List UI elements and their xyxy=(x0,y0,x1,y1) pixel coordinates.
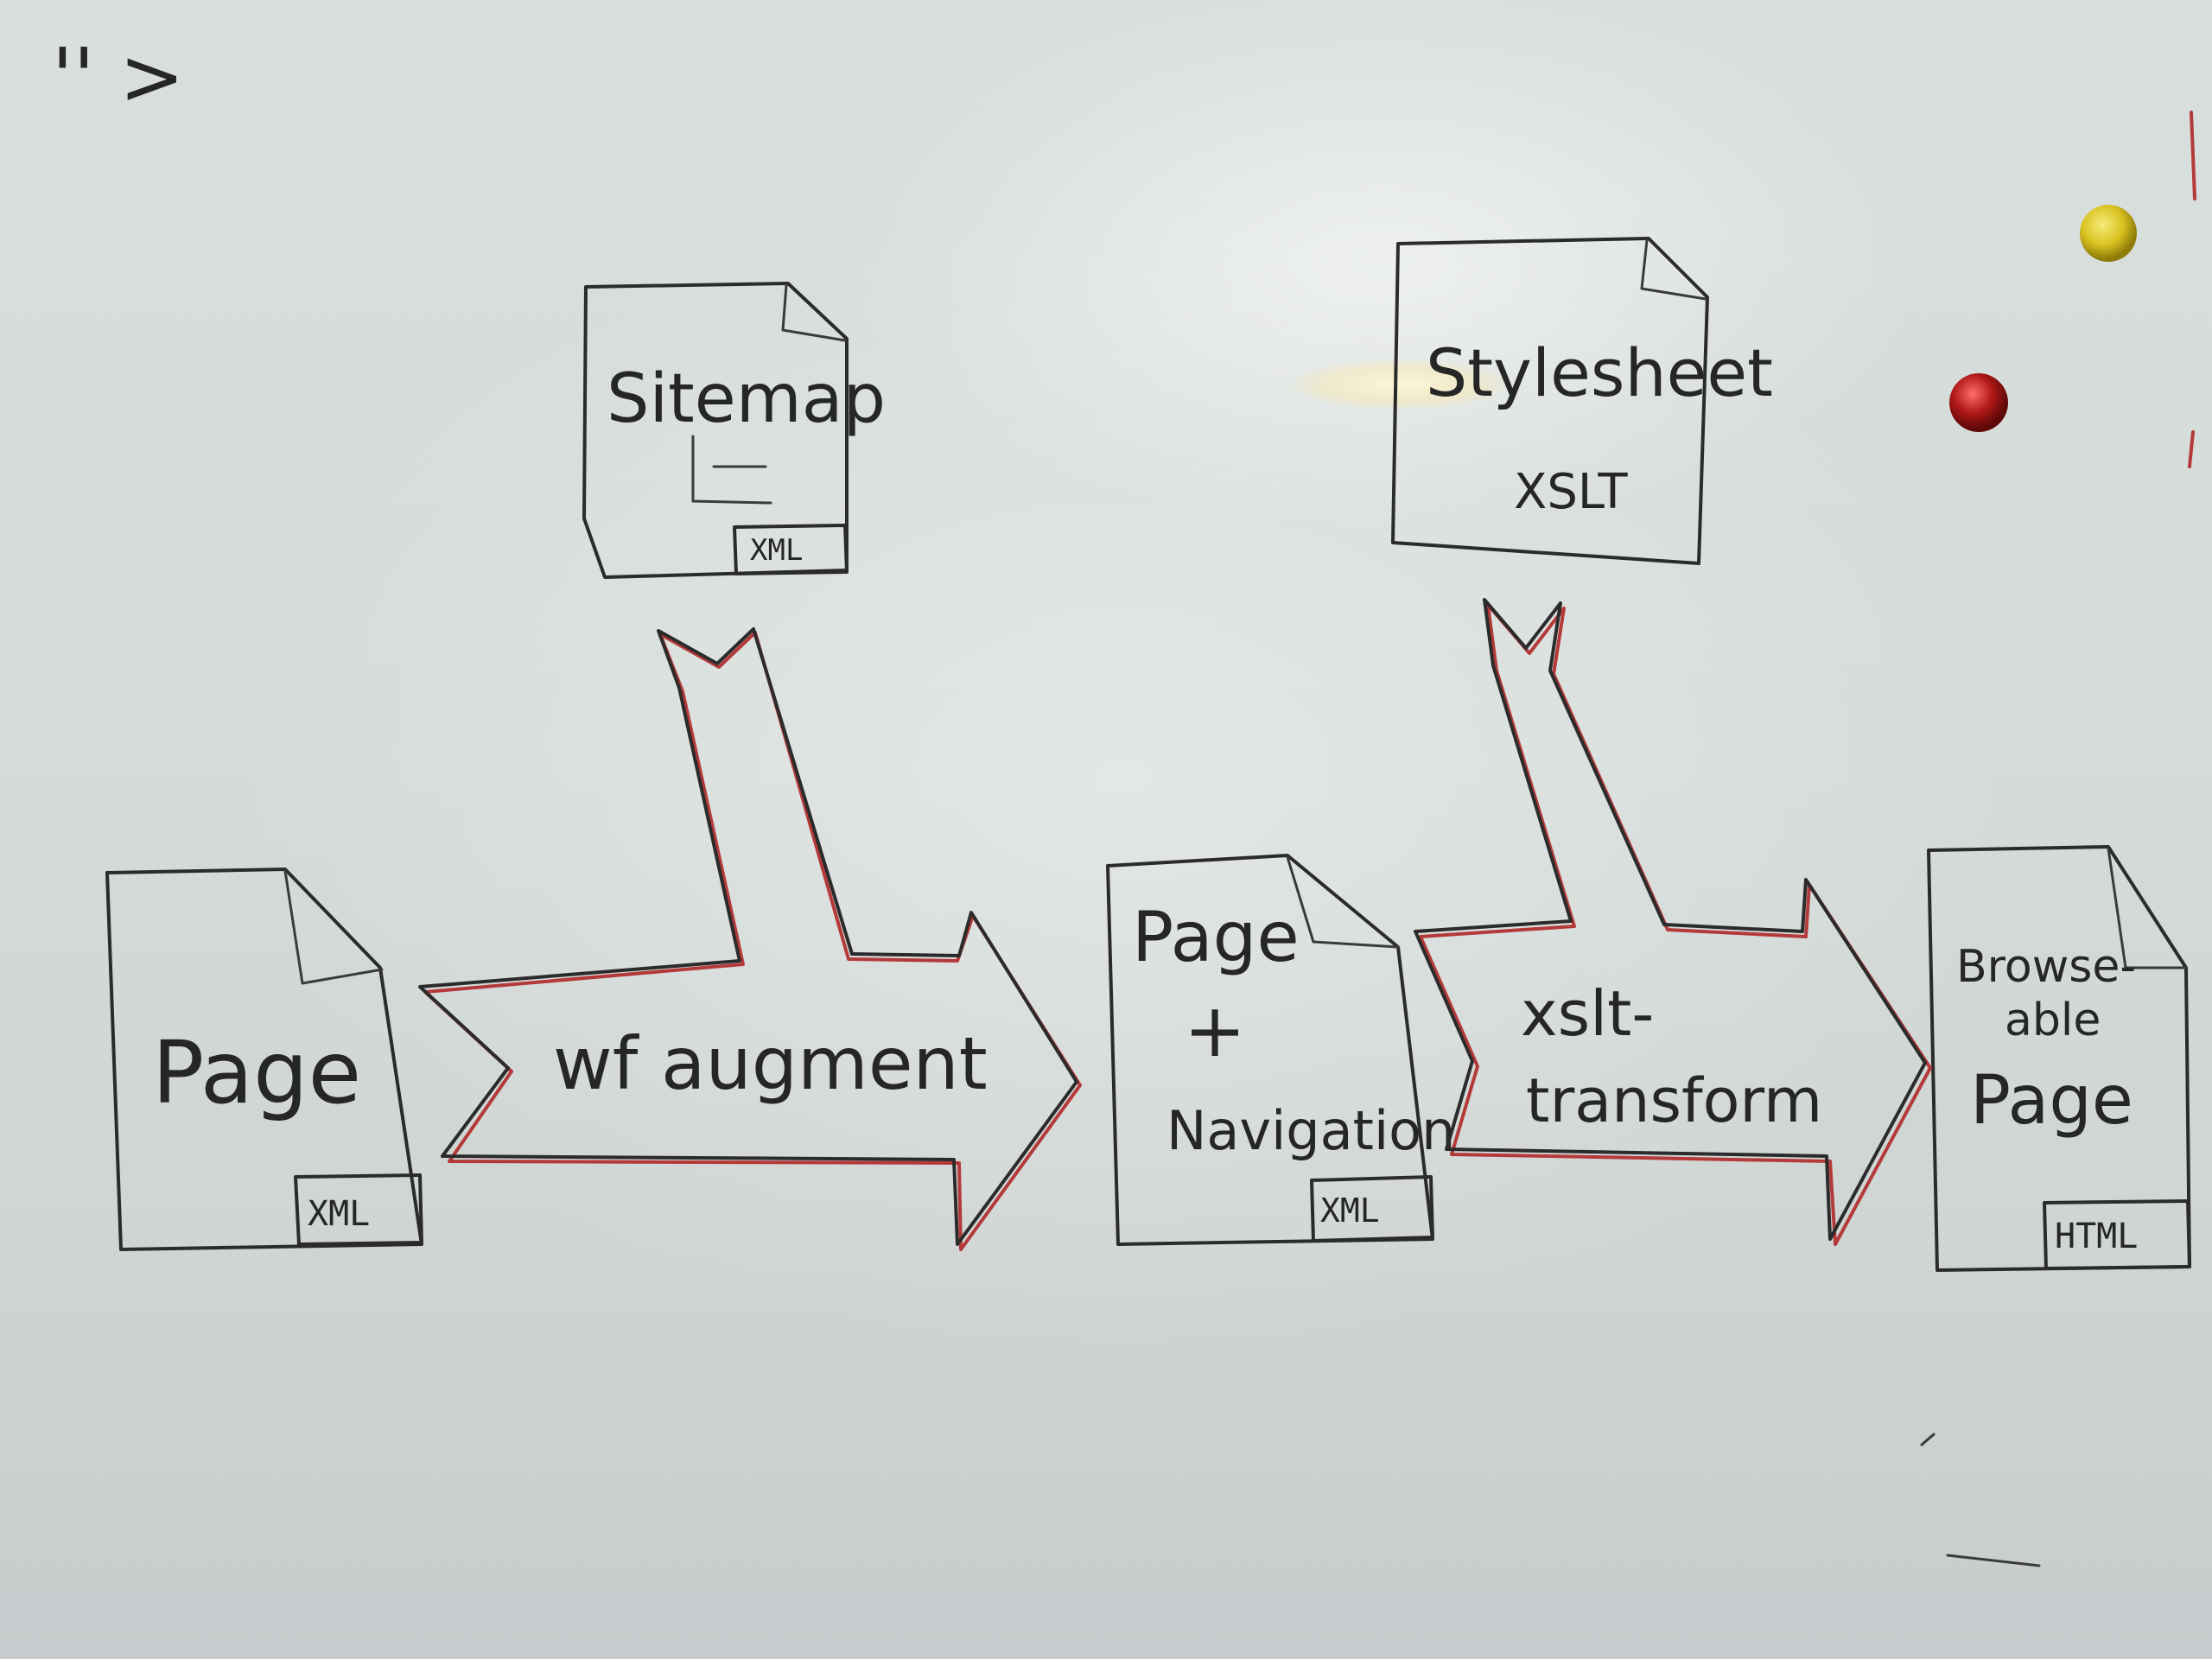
browseable-tag: HTML xyxy=(2055,1217,2138,1256)
page-nav-line2: + xyxy=(1184,988,1246,1074)
augment-arrow: wf augment xyxy=(418,627,1082,1251)
page-nav-line3: Navigation xyxy=(1166,1099,1455,1162)
page-document: Page XML xyxy=(105,868,423,1251)
browseable-page-document: Browse- able Page HTML xyxy=(1927,845,2191,1272)
browseable-line1: Browse- xyxy=(1956,941,2136,993)
transform-line1: xslt- xyxy=(1521,977,1654,1050)
stylesheet-sub: XSLT xyxy=(1514,464,1628,520)
red-magnet xyxy=(1949,373,2008,432)
page-navigation-document: Page + Navigation XML xyxy=(1106,854,1455,1246)
sitemap-document: Sitemap XML xyxy=(582,282,886,579)
browseable-line2: able xyxy=(2005,995,2101,1046)
stylesheet-title: Stylesheet xyxy=(1426,334,1773,411)
transform-line2: transform xyxy=(1526,1065,1822,1136)
light-glare xyxy=(1287,359,1512,410)
sitemap-title: Sitemap xyxy=(607,360,886,438)
page-tag: XML xyxy=(308,1194,370,1234)
page-title: Page xyxy=(152,1022,361,1123)
stray-mark xyxy=(1946,1554,2041,1567)
sitemap-tag: XML xyxy=(750,533,803,568)
page-nav-tag: XML xyxy=(1320,1192,1380,1230)
browseable-line3: Page xyxy=(1970,1062,2133,1140)
stylesheet-document: Stylesheet XSLT xyxy=(1391,237,1773,565)
yellow-magnet xyxy=(2080,205,2137,262)
edge-mark-bottom xyxy=(2188,430,2195,468)
transform-arrow: xslt- transform xyxy=(1414,598,1932,1246)
edge-mark-top xyxy=(2190,111,2196,200)
page-nav-line1: Page xyxy=(1132,897,1300,977)
augment-label: wf augment xyxy=(553,1021,988,1106)
stray-dot xyxy=(1920,1433,1936,1446)
header-scribble: '' > xyxy=(52,32,185,123)
